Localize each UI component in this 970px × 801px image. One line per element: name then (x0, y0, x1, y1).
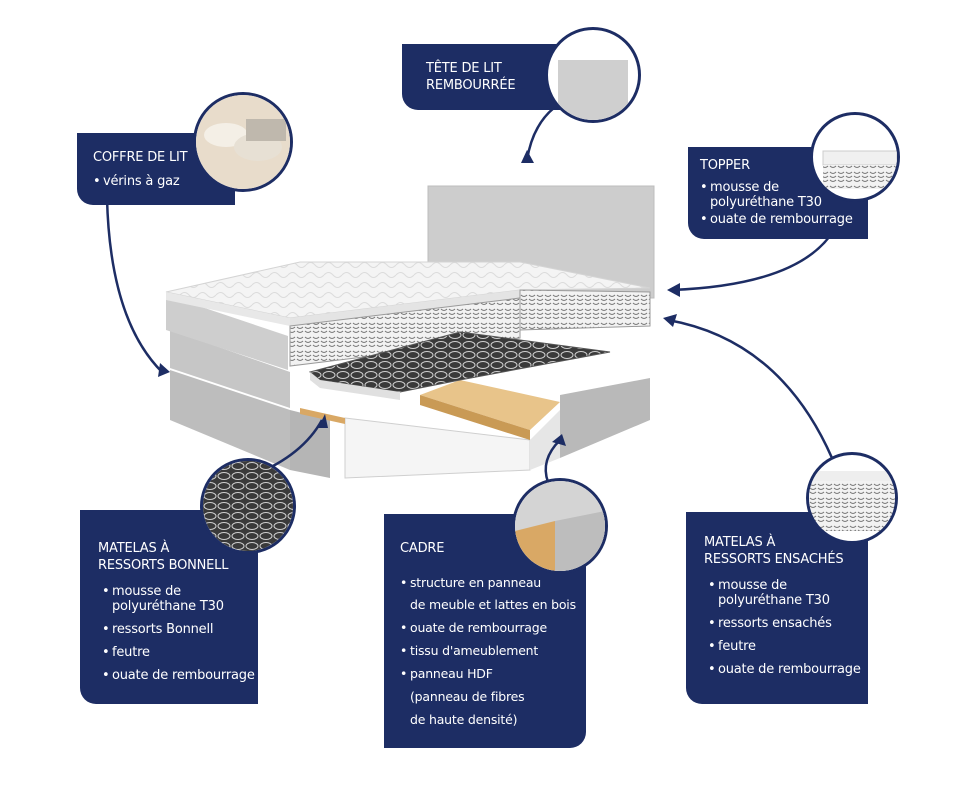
callout-storage-item: vérins à gaz (93, 174, 235, 189)
callout-pocket-title-1: MATELAS À (704, 535, 776, 550)
headboard-detail-circle (545, 27, 641, 123)
callout-pocket-item-3: feutre (708, 639, 868, 654)
callout-frame-item-4b: (panneau de fibres (410, 689, 525, 704)
callout-pocket-item-1: mousse de (708, 578, 868, 593)
callout-frame-item-1: structure en panneau (400, 575, 586, 590)
frame-detail-circle (512, 478, 608, 574)
callout-bonnell-item-2: ressorts Bonnell (102, 622, 258, 637)
callout-pocket-item-4: ouate de rembourrage (708, 662, 868, 677)
storage-detail-circle (193, 92, 293, 192)
base-lower (170, 370, 290, 470)
callout-topper-title: TOPPER (700, 158, 750, 173)
arrow-ensaches (667, 318, 834, 459)
pocket-springs (289, 297, 521, 367)
callout-headboard-title-2: REMBOURRÉE (426, 78, 516, 93)
callout-bonnell-title-1: MATELAS À (98, 541, 170, 556)
callout-pocket-item-1b: polyuréthane T30 (718, 593, 830, 608)
callout-pocket-title-2: RESSORTS ENSACHÉS (704, 552, 844, 567)
callout-frame-item-2: ouate de rembourrage (400, 620, 586, 635)
callout-headboard-title-1: TÊTE DE LIT (426, 61, 502, 76)
callout-bonnell: MATELAS À RESSORTS BONNELL mousse de pol… (80, 510, 258, 704)
callout-bonnell-item-1b: polyuréthane T30 (112, 599, 224, 614)
arrow-coffre (105, 197, 163, 373)
callout-bonnell-item-1: mousse de (102, 584, 258, 599)
topper-detail-circle (810, 112, 900, 202)
callout-frame-item-4: panneau HDF (400, 666, 586, 681)
callout-storage-title: COFFRE DE LIT (93, 150, 188, 165)
wood-slats (420, 380, 560, 430)
callout-pocket: MATELAS À RESSORTS ENSACHÉS mousse de po… (686, 512, 868, 704)
callout-topper-item-2: ouate de rembourrage (700, 212, 868, 227)
callout-bonnell-item-3: feutre (102, 645, 258, 660)
pocket-detail-circle (806, 452, 898, 544)
callout-headboard: TÊTE DE LIT REMBOURRÉE (402, 44, 560, 110)
arrow-topper (671, 229, 836, 292)
callout-frame-title: CADRE (400, 541, 445, 556)
callout-bonnell-title-2: RESSORTS BONNELL (98, 558, 229, 573)
callout-pocket-item-2: ressorts ensachés (708, 616, 868, 631)
callout-topper-item-1b: polyuréthane T30 (710, 195, 822, 210)
callout-bonnell-item-4: ouate de rembourrage (102, 668, 258, 683)
callout-frame-item-4c: de haute densité) (410, 712, 518, 727)
callout-topper-item-1: mousse de (700, 180, 868, 195)
callout-frame-item-3: tissu d'ameublement (400, 643, 586, 658)
bonnell-detail-circle (200, 458, 296, 554)
callout-frame-item-1b: de meuble et lattes en bois (410, 597, 576, 612)
